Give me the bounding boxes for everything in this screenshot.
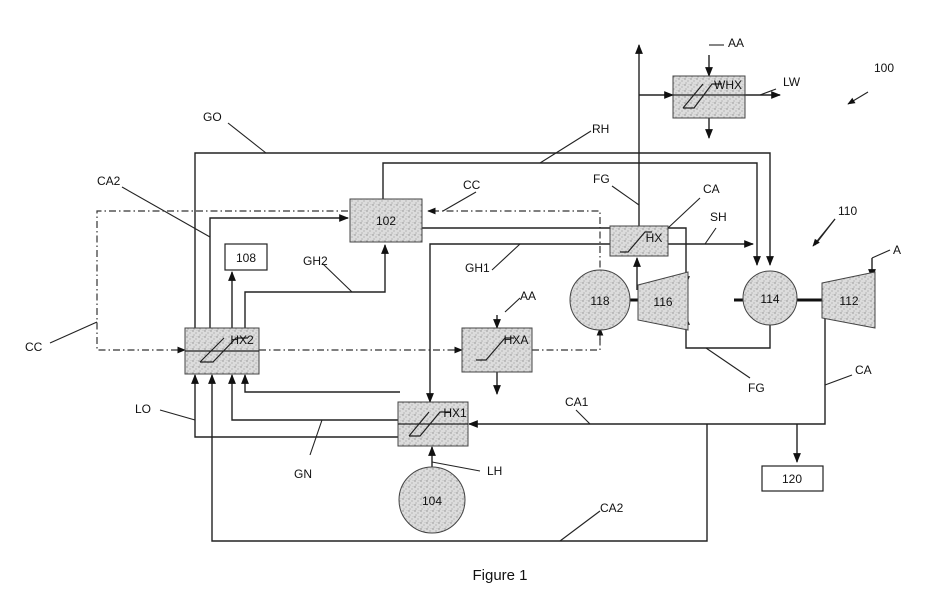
hx-label: HX bbox=[646, 231, 663, 245]
hxa-label: HXA bbox=[504, 333, 529, 347]
label-gn: GN bbox=[294, 467, 312, 481]
label-ca2-bottom: CA2 bbox=[600, 501, 624, 515]
label-ca1: CA1 bbox=[565, 395, 589, 409]
label-sh: SH bbox=[710, 210, 727, 224]
whx-label: WHX bbox=[714, 78, 742, 92]
label-reference-100: 100 bbox=[874, 61, 894, 75]
hx1-hx2-line bbox=[245, 375, 400, 392]
label-lh: LH bbox=[487, 464, 502, 478]
cc-to-118-line bbox=[532, 328, 600, 350]
label-fg-top: FG bbox=[593, 172, 610, 186]
leader-lines bbox=[50, 89, 868, 541]
label-ca-top: CA bbox=[703, 182, 720, 196]
unit-114-label: 114 bbox=[760, 292, 779, 306]
unit-108-label: 108 bbox=[236, 251, 256, 265]
hx1-label: HX1 bbox=[443, 406, 467, 420]
label-rh: RH bbox=[592, 122, 609, 136]
hx2-label: HX2 bbox=[230, 333, 254, 347]
label-ca-right: CA bbox=[855, 363, 872, 377]
label-fg-bottom: FG bbox=[748, 381, 765, 395]
lo-line bbox=[195, 375, 400, 437]
label-aa-top: AA bbox=[728, 36, 744, 50]
unit-104-label: 104 bbox=[422, 494, 442, 508]
a-leader bbox=[872, 250, 890, 258]
unit-120-label: 120 bbox=[782, 472, 802, 486]
label-aa-mid: AA bbox=[520, 289, 536, 303]
gn-line bbox=[232, 375, 400, 420]
label-gh1: GH1 bbox=[465, 261, 490, 275]
label-lw: LW bbox=[783, 75, 801, 89]
label-cc-top: CC bbox=[463, 178, 481, 192]
label-go: GO bbox=[203, 110, 222, 124]
unit-102-label: 102 bbox=[376, 214, 396, 228]
label-cc-left: CC bbox=[25, 340, 43, 354]
ca2-upper-line bbox=[210, 218, 348, 340]
compressor-112-label: 112 bbox=[839, 294, 858, 308]
turbine-116-label: 116 bbox=[653, 295, 672, 309]
cc-loop-line bbox=[428, 211, 600, 340]
label-gh2: GH2 bbox=[303, 254, 328, 268]
figure-caption: Figure 1 bbox=[472, 567, 527, 584]
label-ca2-top: CA2 bbox=[97, 174, 121, 188]
rh-line bbox=[383, 163, 757, 265]
label-lo: LO bbox=[135, 402, 151, 416]
components: 102 108 HX2 HXA HX1 HX WHX 118 116 114 bbox=[185, 76, 875, 533]
unit-118-label: 118 bbox=[590, 294, 609, 308]
label-reference-110: 110 bbox=[838, 204, 857, 218]
label-a: A bbox=[893, 243, 901, 257]
